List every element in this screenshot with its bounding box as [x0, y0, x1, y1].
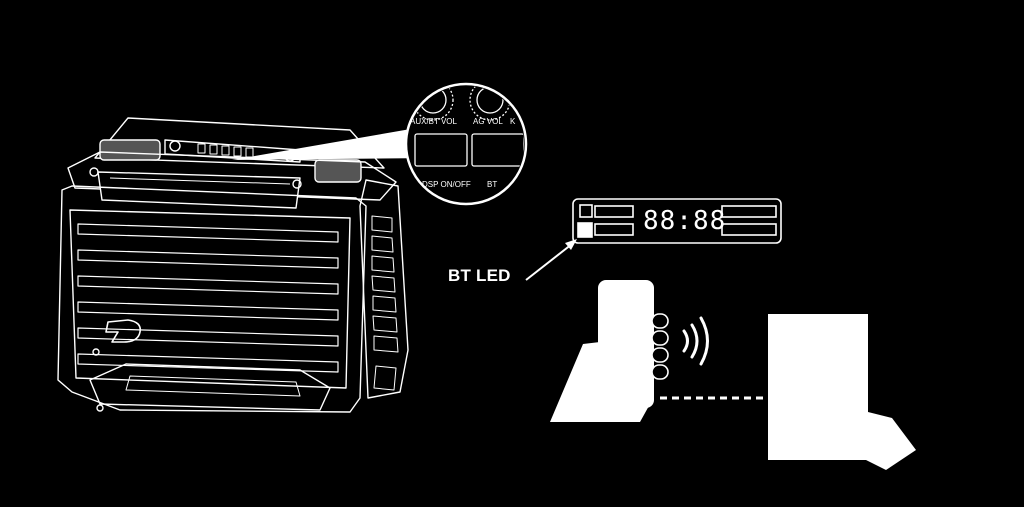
bt-button-label: BT — [487, 180, 498, 189]
wireless-signal-icon — [682, 316, 709, 366]
speaker-illustration — [57, 117, 409, 413]
side-vents — [371, 215, 399, 353]
front-ribs — [77, 223, 339, 373]
target-device — [768, 314, 916, 470]
aux-bt-vol-label: AUX/BT VOL — [410, 117, 457, 126]
display-digits: 88:88 — [643, 206, 727, 236]
zoom-circle — [404, 82, 528, 206]
bt-led-label: BT LED — [448, 266, 511, 285]
ag-vol-label: AG VOL — [473, 117, 503, 126]
display-panel — [572, 198, 782, 244]
cutoff-label: K — [510, 117, 516, 126]
bt-led-arrow — [525, 239, 577, 281]
phone-hand — [550, 280, 669, 422]
dsp-on-off-label: DSP ON/OFF — [422, 180, 471, 189]
top-buttons — [197, 143, 254, 158]
bt-led-indicator — [577, 222, 593, 238]
callout-beam — [232, 126, 434, 160]
